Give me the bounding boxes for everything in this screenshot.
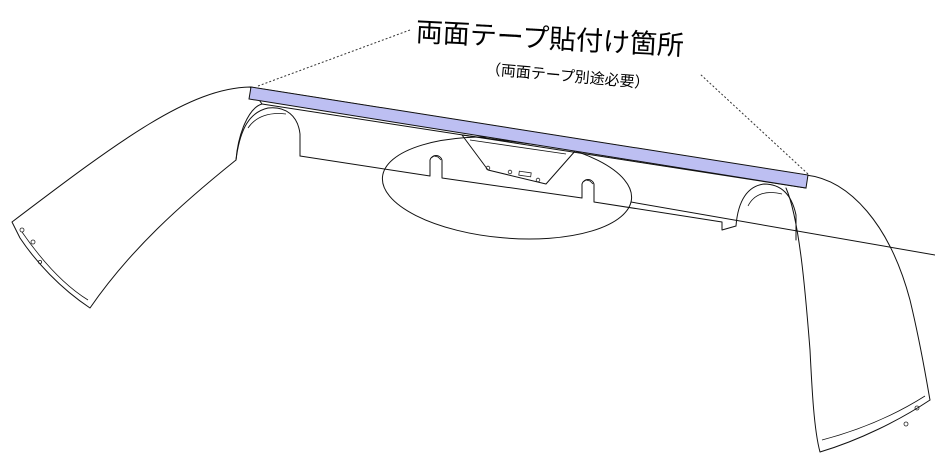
spoiler-right-end-edge [821,395,926,441]
left-end-hole-3 [38,259,43,264]
center-plate-hole-1 [485,165,491,171]
right-end-hole-1 [903,421,909,427]
center-plate-hole-2 [507,169,513,175]
spoiler-left-end [11,86,263,309]
left-mount-bracket-inner [247,113,287,129]
pointer-line [630,201,935,256]
left-end-hole-1 [19,227,25,233]
center-mount-plate-rim [469,139,567,155]
spoiler-right-end [785,187,931,453]
spoiler-top-surface [249,86,931,401]
leader-line-left [257,29,411,87]
right-mount-bracket [735,183,797,241]
right-tab-detail [582,179,594,185]
double-sided-tape-strip [248,86,809,189]
left-mount-bracket [235,107,301,161]
center-plate-slot [518,170,532,178]
center-plate-hole-3 [535,177,541,183]
leader-line-right [699,73,809,175]
right-end-hole-2 [914,405,920,411]
spoiler-left-end-edge [21,231,89,301]
left-tab-detail [430,155,442,161]
right-mount-bracket-inner [747,192,783,207]
left-end-hole-2 [30,239,36,245]
